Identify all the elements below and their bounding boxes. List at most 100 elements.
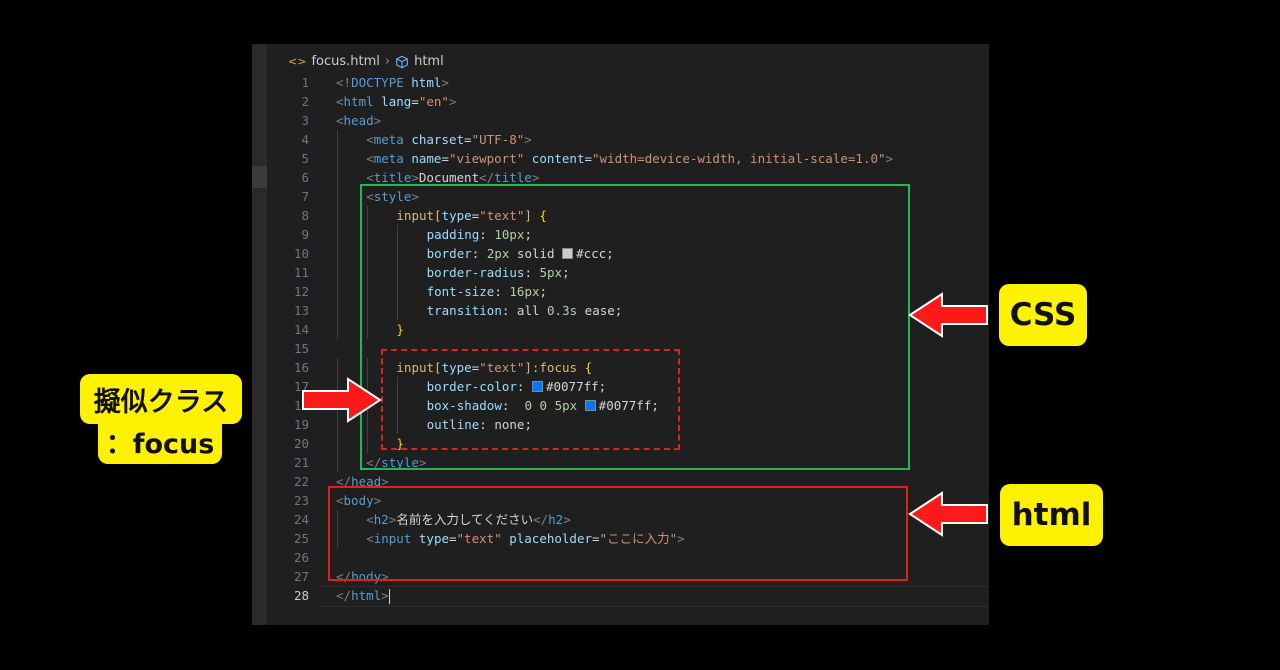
indent-guide (337, 529, 338, 548)
code-line[interactable]: 14} (252, 320, 989, 339)
indent-guide (337, 187, 338, 206)
indent-guide (337, 225, 338, 244)
indent-guide (397, 263, 399, 282)
html-arrow (908, 491, 988, 537)
line-number: 10 (293, 246, 309, 261)
code-line[interactable]: 4<meta charset="UTF-8"> (252, 130, 989, 149)
line-number: 25 (293, 531, 309, 546)
cube-icon (396, 55, 408, 68)
code-line[interactable]: 3<head> (252, 111, 989, 130)
line-number: 23 (293, 493, 309, 508)
line-number: 28 (293, 588, 309, 603)
indent-guide (397, 301, 399, 320)
code-line[interactable]: 5 <meta name="viewport" content="width=de… (252, 149, 989, 168)
indent-guide (337, 263, 338, 282)
breadcrumb-file[interactable]: focus.html (311, 54, 380, 69)
code-text: font-size: 16px; (426, 284, 548, 299)
code-line[interactable]: 24 <h2>名前を入力してください</h2> (252, 510, 989, 529)
line-number: 1 (301, 75, 309, 90)
line-number: 24 (293, 512, 309, 527)
code-text: outline: none; (426, 417, 532, 432)
indent-guide (337, 510, 338, 529)
code-line[interactable]: 6<title>Document</title> (252, 168, 989, 187)
line-number: 19 (293, 417, 309, 432)
line-number: 16 (293, 360, 309, 375)
code-line[interactable]: 2<html lang="en"> (252, 92, 989, 111)
indent-guide (337, 282, 338, 301)
gutter-marker (252, 166, 267, 188)
line-number: 9 (301, 227, 309, 242)
indent-guide (337, 168, 338, 187)
line-number: 8 (301, 208, 309, 223)
code-line[interactable]: 20} (252, 434, 989, 453)
indent-guide (397, 282, 399, 301)
line-number: 7 (301, 189, 309, 204)
code-line[interactable]: 22</head> (252, 472, 989, 491)
code-text: <h2>名前を入力してください</h2> (366, 512, 571, 527)
code-text: box-shadow: 0 0 5px #0077ff; (426, 398, 659, 413)
line-number: 21 (293, 455, 309, 470)
indent-guide (397, 415, 399, 434)
code-text: </style> (366, 455, 427, 470)
code-text: border: 2px solid #ccc; (426, 246, 614, 261)
indent-guide (367, 206, 369, 225)
indent-guide (367, 415, 369, 434)
code-line[interactable]: 25 <input type="text" placeholder="ここに入力"… (252, 529, 989, 548)
indent-guide (367, 282, 369, 301)
html-callout-label: html (1011, 497, 1092, 533)
breadcrumb-symbol[interactable]: html (414, 54, 444, 69)
code-line[interactable]: 26 (252, 548, 989, 567)
html-callout: html (1000, 484, 1103, 546)
line-number: 11 (293, 265, 309, 280)
html-file-icon: <> (288, 55, 307, 68)
line-number: 15 (293, 341, 309, 356)
code-line[interactable]: 1 <!DOCTYPE html> (252, 73, 989, 92)
code-text: } (396, 322, 404, 337)
indent-guide (337, 358, 338, 377)
code-line[interactable]: 12 font-size: 16px; (252, 282, 989, 301)
code-line[interactable]: 15 (252, 339, 989, 358)
pseudo-class-arrow (302, 377, 382, 423)
css-arrow (908, 292, 988, 338)
code-line[interactable]: 28</html> (252, 586, 989, 607)
line-number: 14 (293, 322, 309, 337)
indent-guide (367, 301, 369, 320)
line-number: 3 (301, 113, 309, 128)
breadcrumb: <> focus.html › html (288, 54, 444, 69)
code-text: input[type="text"]:focus { (396, 360, 593, 375)
line-number: 12 (293, 284, 309, 299)
code-line[interactable]: 21 </style> (252, 453, 989, 472)
code-editor[interactable]: <> focus.html › html 1 <!DOCTYPE html> 2<h… (252, 44, 989, 625)
line-number: 13 (293, 303, 309, 318)
indent-guide (337, 434, 338, 453)
code-text: <!DOCTYPE html> (336, 75, 449, 90)
line-number: 5 (301, 151, 309, 166)
pseudo-class-line2: ：focus (105, 429, 215, 460)
code-line[interactable]: 23<body> (252, 491, 989, 510)
color-swatch[interactable] (584, 400, 596, 411)
pseudo-class-line1: 擬似クラス (93, 387, 229, 418)
indent-guide (367, 320, 369, 339)
code-line[interactable]: 19 outline: none; (252, 415, 989, 434)
current-line-highlight (318, 586, 989, 607)
indent-guide (337, 149, 338, 168)
style-block-highlight (360, 184, 910, 470)
code-line[interactable]: 7<style> (252, 187, 989, 206)
body-block-highlight (328, 486, 908, 581)
color-swatch[interactable] (562, 248, 574, 259)
code-text: <input type="text" placeholder="ここに入力"> (366, 531, 685, 546)
code-text: <meta name="viewport" content="width=dev… (366, 151, 894, 166)
code-line[interactable]: 10 border: 2px solid #ccc; (252, 244, 989, 263)
indent-guide (367, 358, 369, 377)
indent-guide (397, 377, 399, 396)
code-line[interactable]: 16 input[type="text"]:focus { (252, 358, 989, 377)
indent-guide (337, 453, 338, 472)
color-swatch[interactable] (531, 381, 543, 392)
indent-guide (367, 244, 369, 263)
indent-guide (397, 244, 399, 263)
